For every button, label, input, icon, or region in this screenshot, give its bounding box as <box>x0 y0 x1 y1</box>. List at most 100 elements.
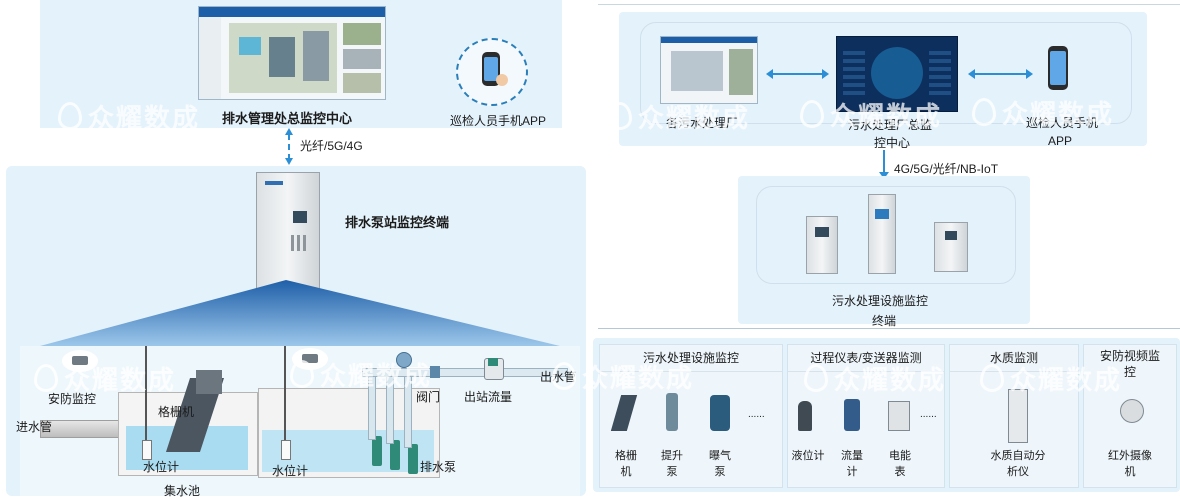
dashboard-chart-right <box>929 51 951 95</box>
screenshot-photo-2 <box>343 49 381 69</box>
category-security-video: 安防视频监 控 红外摄像 机 <box>1083 344 1177 488</box>
arrow-center-app <box>972 73 1028 75</box>
more-dots: ...... <box>920 409 937 420</box>
category-title-l1: 安防视频监 <box>1099 349 1160 363</box>
plant-tank-2 <box>269 37 295 77</box>
terminal-frame <box>756 186 1016 284</box>
item-label-l2: 表 <box>894 466 906 478</box>
arrow-plant-center-left-head <box>766 69 773 79</box>
category-title: 过程仪表/变送器监测 <box>810 351 922 365</box>
plant-tank-1 <box>239 37 261 55</box>
cabinet-2-screen <box>875 209 889 219</box>
item-label-l1: 格栅 <box>615 450 637 462</box>
terminal-label-line2: 终端 <box>872 314 897 328</box>
cabinet-1-screen <box>815 227 829 237</box>
item-label-l1: 流量 <box>841 450 863 462</box>
lift-pump-icon <box>666 393 678 431</box>
item-label-l1: 水质自动分 <box>990 450 1046 462</box>
level-gauge-1-label: 水位计 <box>143 460 180 474</box>
level-gauge-icon <box>798 401 812 431</box>
link-dashed-line <box>288 134 290 160</box>
watermark-3: 众耀数成 <box>290 356 432 393</box>
uplink-arrow-head <box>879 172 889 179</box>
watermark-6: 众耀数成 <box>972 94 1114 131</box>
cabinet-label-strip <box>265 181 283 185</box>
drain-pump-3 <box>408 444 418 474</box>
cabinet-buttons <box>291 235 309 251</box>
item-label-l2: 机 <box>620 466 632 478</box>
top-divider <box>598 4 1180 5</box>
watermark-7: 众耀数成 <box>552 358 694 395</box>
network-link-label-right: 4G/5G/光纤/NB-IoT <box>894 162 999 176</box>
watermark-4: 众耀数成 <box>608 98 750 135</box>
plants-label: 各污水处理厂 <box>666 116 739 130</box>
item-label-l1: 曝气 <box>709 450 731 462</box>
collection-pool-label: 集水池 <box>164 484 201 498</box>
watermark-5: 众耀数成 <box>800 96 942 133</box>
terminal-cabinet-3 <box>934 222 968 272</box>
drainage-center-label: 排水管理处总监控中心 <box>222 111 353 126</box>
item-label-l2: 析仪 <box>1007 466 1029 478</box>
more-dots: ...... <box>748 409 765 420</box>
energy-meter-icon <box>888 401 910 431</box>
arrow-plant-center-right-head <box>822 69 829 79</box>
arrow-center-app-left-head <box>968 69 975 79</box>
category-treatment-facilities: 污水处理设施监控 ...... 格栅 机 提升 泵 曝气 泵 <box>599 344 783 488</box>
grille-machine-label: 格栅机 <box>158 405 195 419</box>
screenshot-photo-3 <box>343 73 381 93</box>
central-center-label-line2: 控中心 <box>874 136 911 150</box>
level-gauge-2-label: 水位计 <box>272 464 309 478</box>
link-arrow-up <box>285 128 293 135</box>
category-title: 水质监测 <box>989 351 1038 365</box>
watermark-9: 众耀数成 <box>980 360 1122 397</box>
dashboard-chart-left <box>843 51 865 95</box>
item-label-l1: 红外摄像 <box>1108 450 1152 462</box>
terminal-label-line1: 污水处理设施监控 <box>832 294 929 308</box>
watermark-8: 众耀数成 <box>804 360 946 397</box>
bus-line <box>598 328 1180 329</box>
camera-body <box>302 354 318 363</box>
valve-2 <box>430 366 440 378</box>
level-gauge-2 <box>284 346 286 456</box>
item-label-l2: 泵 <box>666 466 678 478</box>
screenshot-header-bar <box>199 7 385 17</box>
drain-pump-2 <box>390 440 400 470</box>
inspection-app-label-line2: APP <box>1048 134 1073 148</box>
item-label-l1: 提升 <box>661 450 683 462</box>
cabinet-screen <box>293 211 307 223</box>
category-process-instruments: 过程仪表/变送器监测 ...... 液位计 流量 计 电能 表 <box>787 344 945 488</box>
hand-icon <box>496 74 508 86</box>
dashboard-map <box>871 47 923 99</box>
coverage-pyramid <box>40 280 560 346</box>
central-dashboard-screenshot <box>836 36 958 112</box>
plant-monitor-screenshot <box>660 36 758 104</box>
mobile-phone-icon <box>1048 46 1068 90</box>
screenshot-photo-1 <box>343 23 381 45</box>
control-center-frame <box>640 22 1132 124</box>
inspection-app-label-line1: 巡检人员手机 <box>1026 116 1099 130</box>
terminal-label: 排水泵站监控终端 <box>345 215 450 230</box>
valve-label: 阀门 <box>416 390 441 404</box>
link-arrow-down <box>285 158 293 165</box>
phone-icon <box>482 52 500 86</box>
plant-screen-tanks <box>671 51 723 91</box>
inspection-app-label: 巡检人员手机APP <box>450 114 547 128</box>
plant-tank-3 <box>303 31 329 81</box>
watermark-1: 众耀数成 <box>58 98 200 135</box>
plant-screen-header <box>661 37 757 43</box>
mobile-app-badge <box>456 38 528 106</box>
drain-pump-label: 排水泵 <box>420 460 457 474</box>
level-gauge-1 <box>145 346 147 456</box>
item-label-l1: 液位计 <box>791 450 825 462</box>
central-center-label-line1: 污水处理厂总监 <box>848 118 933 132</box>
water-quality-analyzer-icon <box>1008 389 1028 443</box>
terminal-cabinet-2 <box>868 194 896 274</box>
network-link-label: 光纤/5G/4G <box>300 139 363 153</box>
drain-pump-1 <box>372 436 382 466</box>
item-label-l1: 电能 <box>889 450 911 462</box>
terminal-cabinet-1 <box>806 216 838 274</box>
plant-screen-photos <box>729 49 753 95</box>
grille-machine-icon <box>610 395 638 431</box>
screenshot-sidebar <box>199 17 221 99</box>
uplink-line <box>883 150 885 174</box>
